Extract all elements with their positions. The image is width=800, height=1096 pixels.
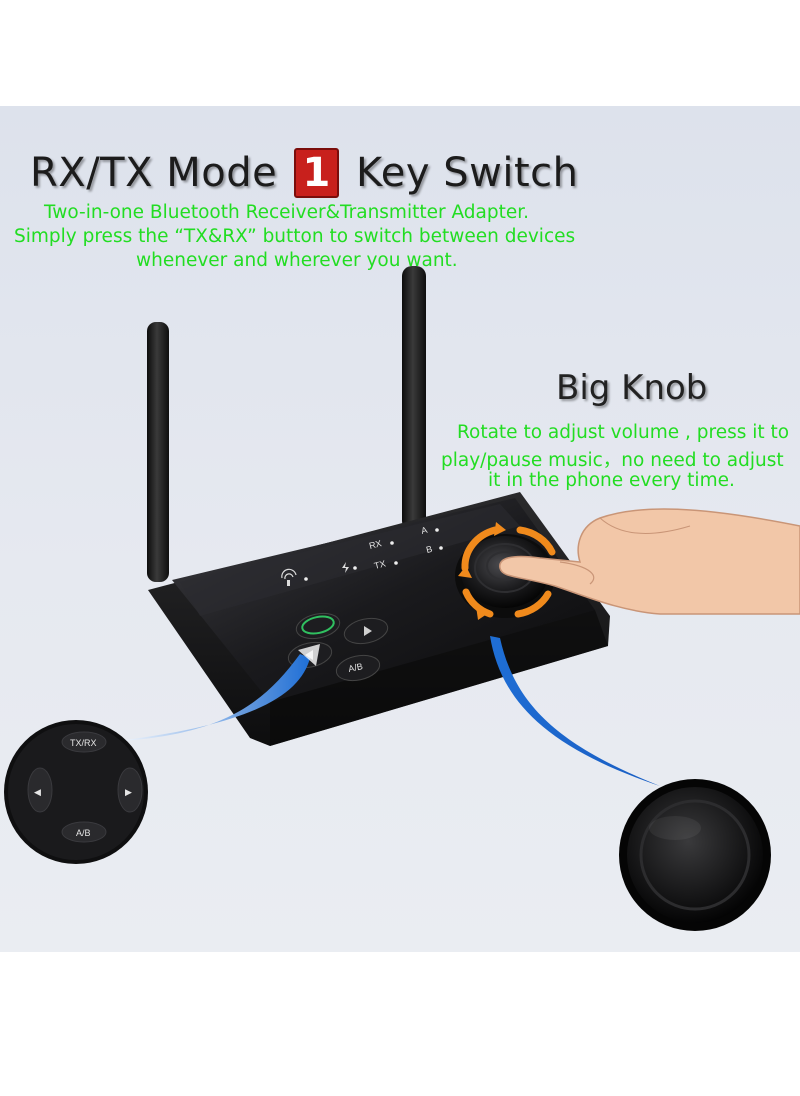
zoom-left-arrow: ◀ [34,787,41,797]
zoom-ab-label: A/B [76,828,91,838]
a-label: A [420,525,428,536]
headline-prefix: RX/TX Mode [30,150,278,196]
antenna-icon [147,266,426,582]
product-panel: RX TX A B A/B [0,106,800,952]
knob-desc-line-3: it in the phone every time. [488,470,735,491]
rx-label: RX [368,538,383,551]
headline-desc-line-1: Two-in-one Bluetooth Receiver&Transmitte… [44,202,530,223]
knob-desc-line-1: Rotate to adjust volume , press it to [457,422,790,443]
hand-pointer-icon [499,508,800,615]
knob-heading: Big Knob [556,368,708,408]
zoom-knob [619,779,771,931]
status-indicators: RX TX A B [281,525,443,586]
charge-icon [342,562,349,573]
headline-desc-line-3: whenever and wherever you want. [136,250,458,271]
zoom-right-arrow: ▶ [125,787,132,797]
knob-desc-line-2: play/pause music，no need to adjust [441,450,784,471]
device-illustration: RX TX A B A/B [4,266,800,931]
headline: RX/TX Mode 1 Key Switch [30,148,578,198]
headline-number: 1 [294,148,339,198]
bluetooth-signal-icon [281,568,297,586]
tx-label: TX [373,558,387,570]
ab-small-label: A/B [347,661,363,674]
zoom-txrx-label: TX/RX [70,738,97,748]
b-label: B [425,544,433,555]
arrow-curve-left [108,654,310,742]
rotate-arrows-icon [458,522,556,620]
headline-desc-line-2: Simply press the “TX&RX” button to switc… [14,226,576,247]
zoom-control-pad: TX/RX A/B ◀ ▶ [4,720,148,864]
headline-suffix: Key Switch [356,150,579,196]
